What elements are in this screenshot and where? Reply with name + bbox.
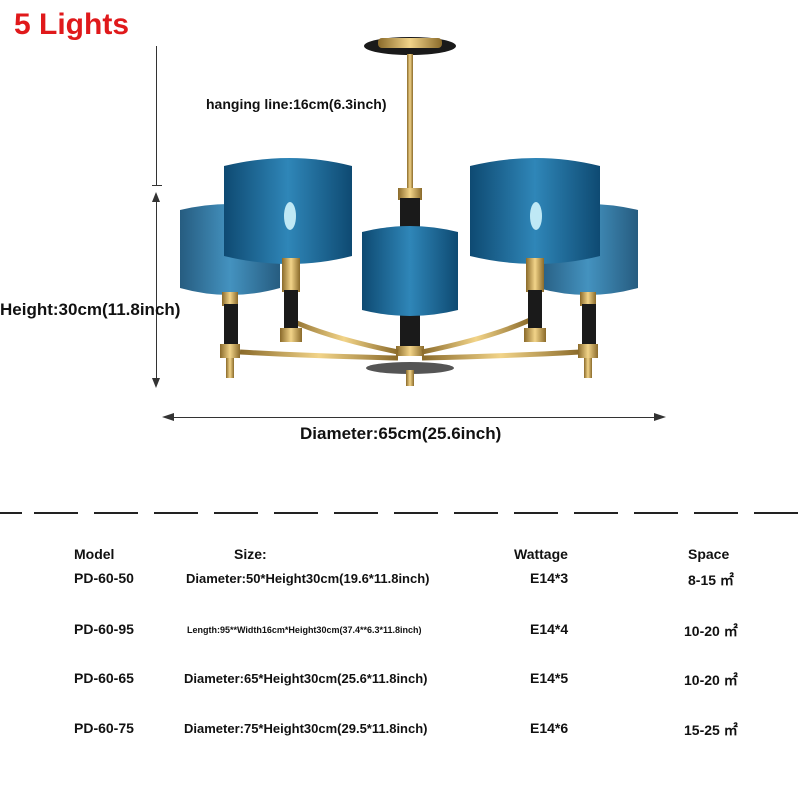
row-space: 10-20 ㎡ [684,672,738,688]
row-model: PD-60-65 [74,670,134,686]
dashed-divider [0,512,800,515]
row-size: Diameter:50*Height30cm(19.6*11.8inch) [186,571,430,586]
diameter-arrows [162,413,666,421]
row-size: Length:95**Width16cm*Height30cm(37.4**6.… [187,625,422,635]
row-space: 8-15 ㎡ [688,572,734,588]
header-size: Size: [234,546,267,562]
chandelier-image [180,37,638,386]
row-wattage: E14*5 [530,670,569,686]
height-guide [156,200,157,384]
hanging-line-guide [156,46,157,186]
row-wattage: E14*3 [530,570,569,586]
diameter-label: Diameter:65cm(25.6inch) [300,424,502,443]
row-space: 10-20 ㎡ [684,623,738,639]
row-model: PD-60-50 [74,570,134,586]
row-model: PD-60-75 [74,720,134,736]
row-wattage: E14*6 [530,720,569,736]
product-title: 5 Lights [14,8,130,41]
row-size: Diameter:65*Height30cm(25.6*11.8inch) [184,671,428,686]
hanging-line-tick [152,185,162,186]
height-label: Height:30cm(11.8inch) [0,300,181,319]
row-space: 15-25 ㎡ [684,722,738,738]
header-model: Model [74,546,115,562]
header-space: Space [688,546,730,562]
header-wattage: Wattage [514,546,568,562]
row-size: Diameter:75*Height30cm(29.5*11.8inch) [184,721,428,736]
diameter-guide [170,417,662,418]
hanging-line-label: hanging line:16cm(6.3inch) [206,96,387,112]
row-wattage: E14*4 [530,621,569,637]
height-arrows [152,192,160,388]
row-model: PD-60-95 [74,621,134,637]
